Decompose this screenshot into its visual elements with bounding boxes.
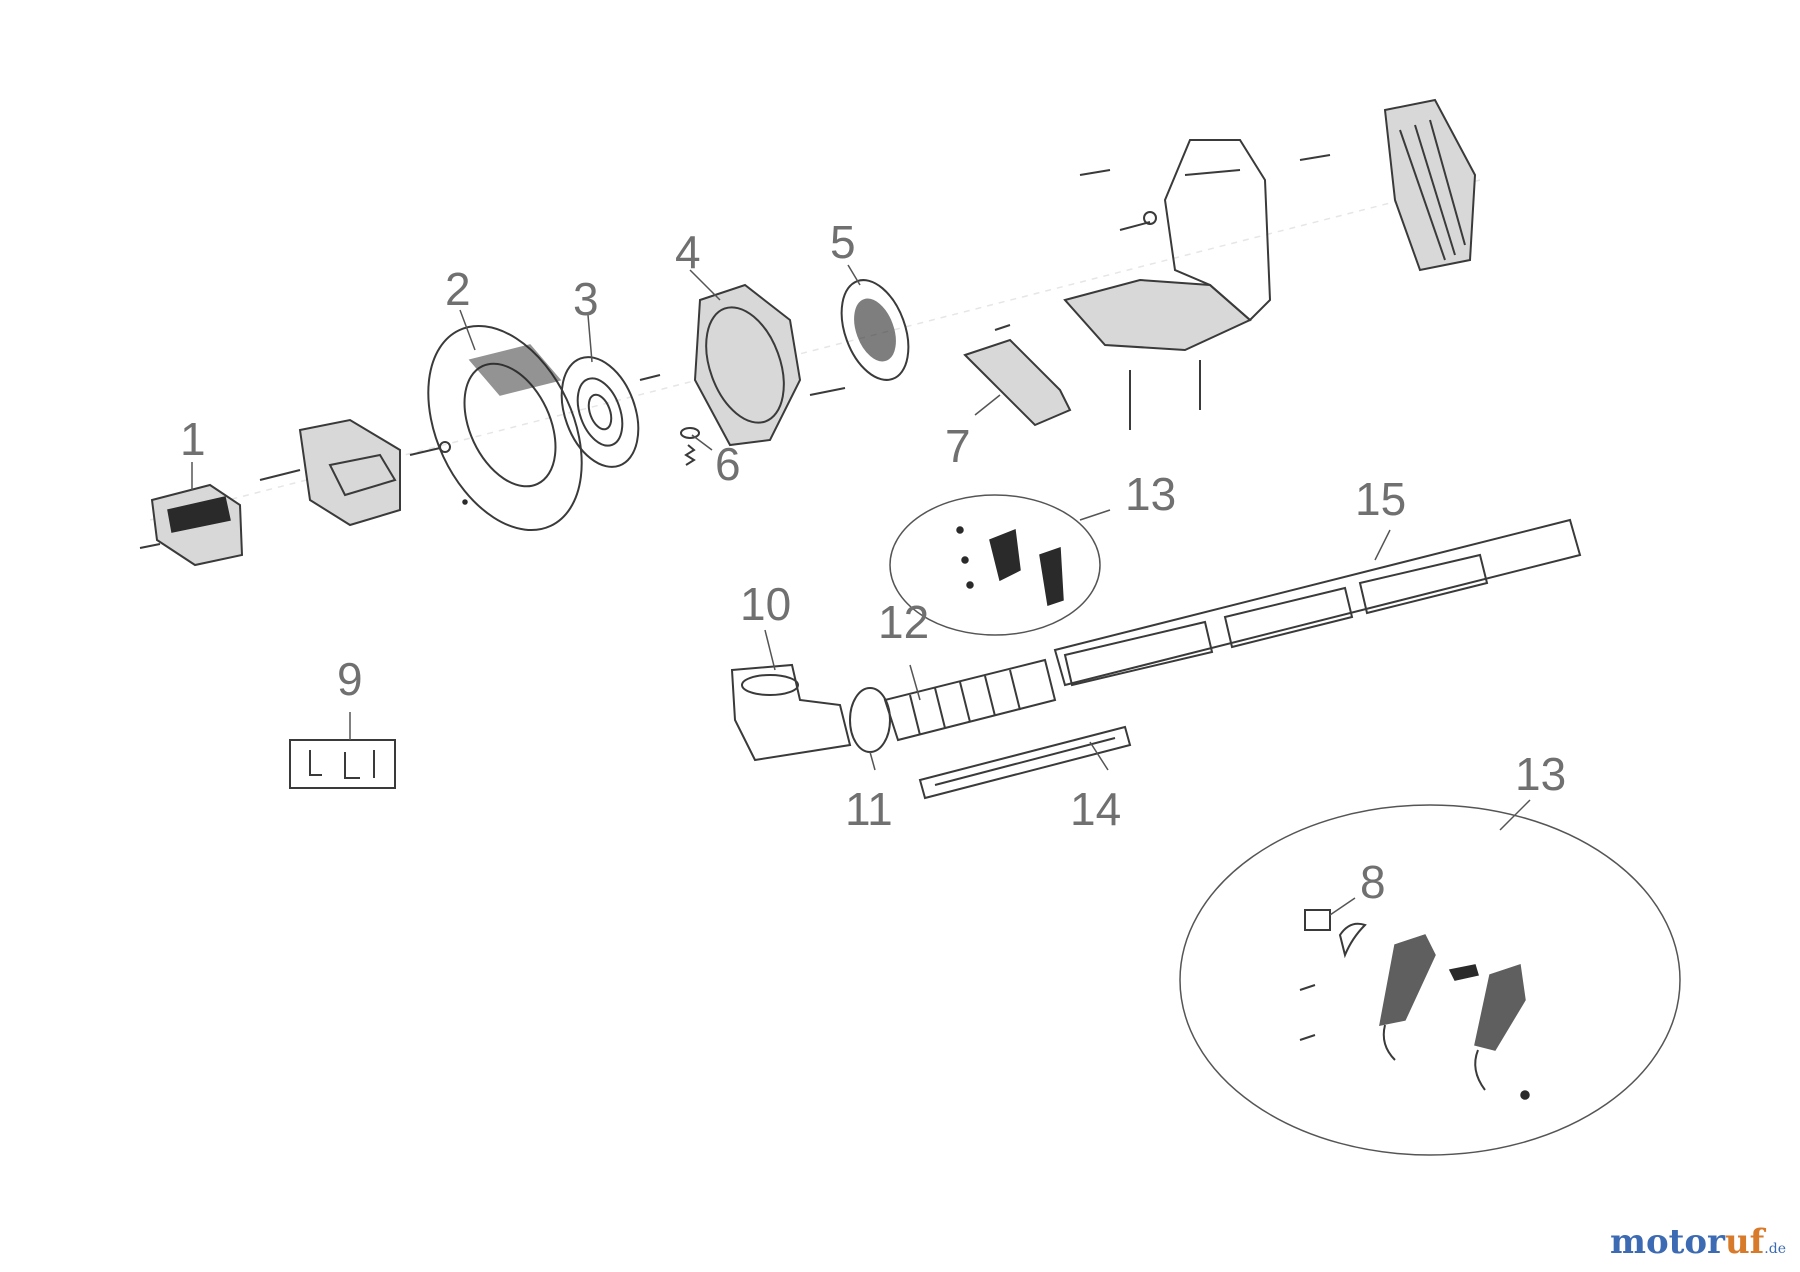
callout-8: 8 bbox=[1360, 856, 1386, 908]
callout-14: 14 bbox=[1070, 783, 1121, 835]
watermark-brand-b: uf bbox=[1724, 1222, 1765, 1262]
part-engine-block bbox=[259, 418, 451, 527]
part-tool-kit bbox=[289, 739, 396, 789]
part-handle-large bbox=[1179, 804, 1681, 1156]
part-fan-housing bbox=[427, 324, 583, 532]
part-back-pad bbox=[1383, 98, 1477, 272]
brand-watermark: motoruf.de bbox=[1610, 1222, 1786, 1262]
part-handle-small bbox=[889, 494, 1101, 636]
part-engine-cover bbox=[139, 483, 244, 567]
part-blower-volute bbox=[693, 283, 846, 447]
callout-15: 15 bbox=[1355, 473, 1406, 525]
part-recoil-starter bbox=[560, 356, 661, 468]
part-clamp-ring bbox=[849, 687, 891, 753]
callout-13-large: 13 bbox=[1515, 748, 1566, 800]
part-flex-hose bbox=[883, 658, 1057, 742]
callout-4: 4 bbox=[675, 226, 701, 278]
callouts: 1 2 3 4 5 6 7 8 9 10 11 12 13 13 14 15 bbox=[180, 216, 1566, 908]
callout-1: 1 bbox=[180, 413, 206, 465]
callout-2: 2 bbox=[445, 263, 471, 315]
callout-5: 5 bbox=[830, 216, 856, 268]
callout-13-small: 13 bbox=[1125, 468, 1176, 520]
callout-12: 12 bbox=[878, 596, 929, 648]
part-elbow-tube bbox=[730, 663, 852, 762]
callout-9: 9 bbox=[337, 653, 363, 705]
callout-6: 6 bbox=[715, 438, 741, 490]
part-cable-rod bbox=[918, 725, 1132, 800]
callout-3: 3 bbox=[573, 273, 599, 325]
watermark-tld: .de bbox=[1764, 1241, 1786, 1257]
leader-lines bbox=[191, 264, 1531, 916]
part-knob-spring bbox=[680, 427, 700, 466]
callout-10: 10 bbox=[740, 578, 791, 630]
part-backpack-frame bbox=[1063, 139, 1331, 430]
callout-11: 11 bbox=[845, 783, 893, 835]
part-blower-tubes bbox=[1053, 518, 1582, 687]
part-impeller bbox=[840, 279, 910, 381]
watermark-brand-a: motor bbox=[1609, 1222, 1725, 1262]
part-elbow-duct bbox=[963, 324, 1072, 427]
callout-7: 7 bbox=[945, 420, 971, 472]
